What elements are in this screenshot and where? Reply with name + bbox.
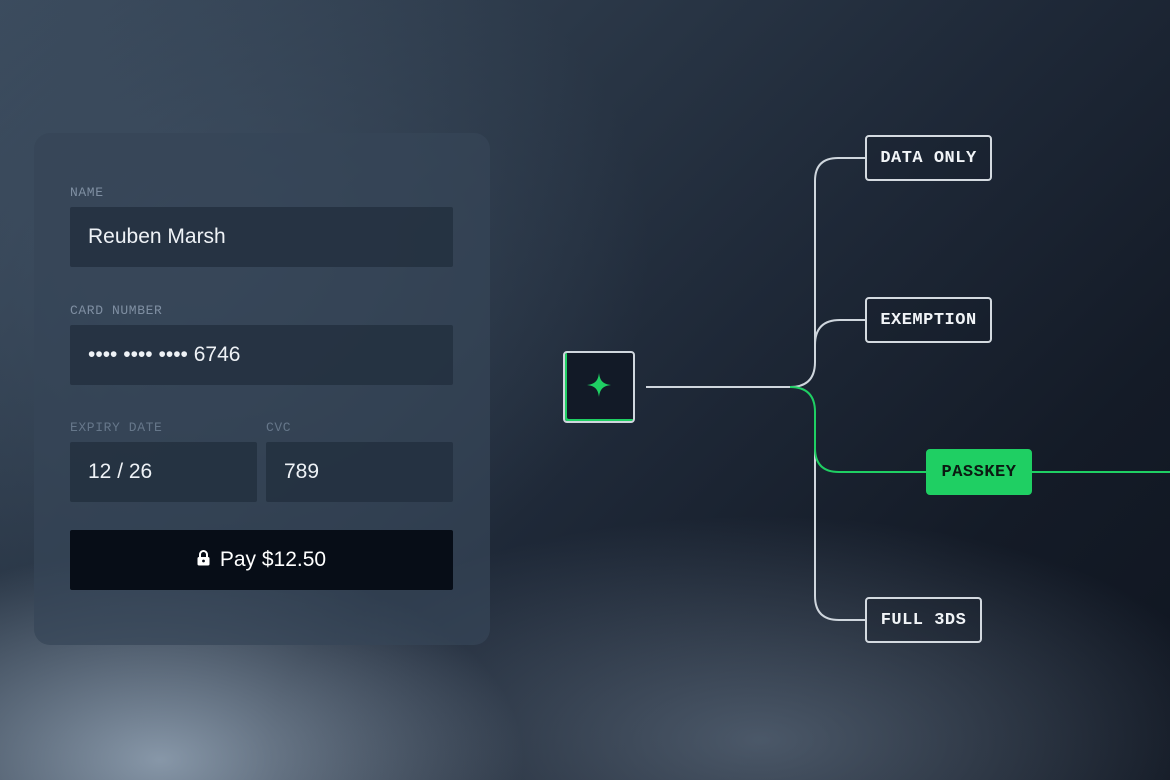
expiry-date-field[interactable]: 12 / 26 [70,442,257,502]
option-full-3ds[interactable]: FULL 3DS [865,597,982,643]
option-data-only[interactable]: DATA ONLY [865,135,992,181]
lock-icon [197,548,210,572]
option-exemption[interactable]: EXEMPTION [865,297,992,343]
name-label: NAME [70,185,104,200]
connector-exemption [814,319,866,346]
cvc-field[interactable]: 789 [266,442,453,502]
card-number-field[interactable]: •••• •••• •••• 6746 [70,325,453,385]
card-number-label: CARD NUMBER [70,303,163,318]
pay-button[interactable]: Pay $12.50 [70,530,453,590]
option-passkey[interactable]: PASSKEY [926,449,1032,495]
connector-full-3ds [814,420,866,621]
payment-card: NAME Reuben Marsh CARD NUMBER •••• •••• … [34,133,490,645]
connector-passkey [789,386,927,473]
connector-data-only [646,157,866,388]
sparkle-icon [586,372,612,403]
pay-button-label: Pay $12.50 [219,548,327,571]
name-field[interactable]: Reuben Marsh [70,207,453,267]
expiry-date-label: EXPIRY DATE [70,420,163,435]
cvc-label: CVC [266,420,292,435]
source-node [563,351,635,423]
